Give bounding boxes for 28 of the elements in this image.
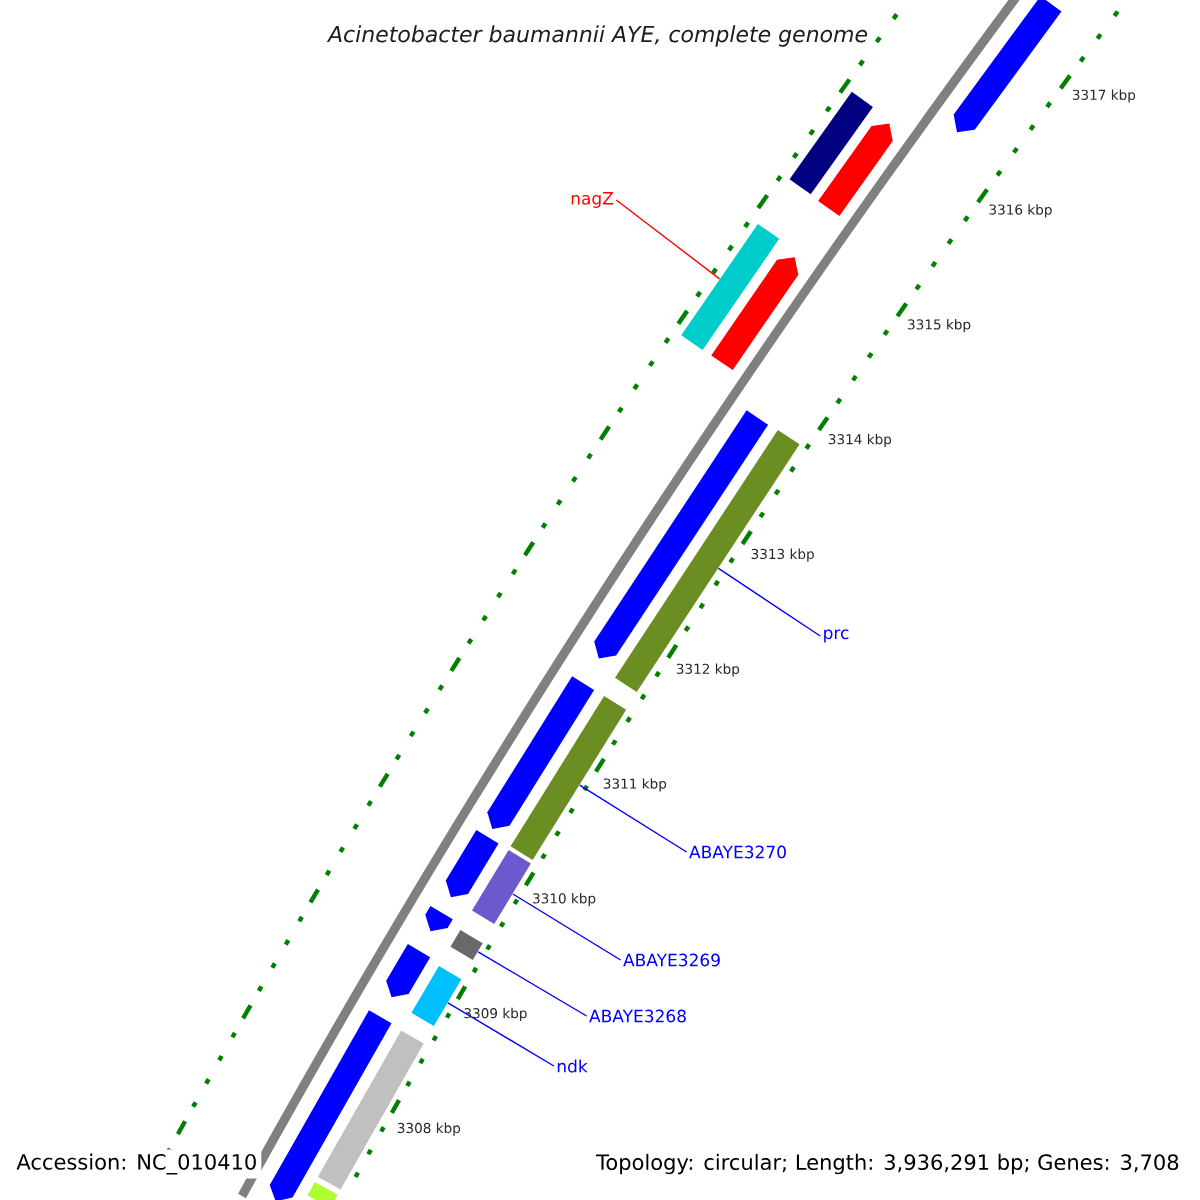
gene-block bbox=[818, 123, 893, 217]
gene-block bbox=[307, 1182, 338, 1200]
gene-block bbox=[711, 257, 799, 371]
leader-line bbox=[615, 199, 721, 280]
gene-bar bbox=[450, 930, 483, 960]
gene-label: prc bbox=[824, 629, 849, 643]
leader-line bbox=[579, 784, 688, 853]
footer-text: Topology: circular; Length: 3,936,291 bp; Genes: 3,708 bbox=[592, 1149, 1184, 1179]
gene-bar bbox=[681, 224, 780, 350]
gene-block bbox=[789, 91, 873, 195]
gene-label: ABAYE3268 bbox=[589, 1009, 686, 1023]
footer-text: Accession: NC_010410 bbox=[12, 1149, 262, 1179]
gene-label: nagZ bbox=[571, 192, 614, 208]
gene-label: ABAYE3269 bbox=[623, 953, 720, 967]
gene-bar bbox=[411, 966, 462, 1026]
leader-line bbox=[477, 951, 588, 1017]
leader-line bbox=[447, 1002, 555, 1067]
gene-block bbox=[953, 0, 1062, 133]
gene-label: ndk bbox=[557, 1059, 588, 1073]
gene-block bbox=[445, 830, 499, 898]
gene-block bbox=[425, 906, 453, 932]
gene-label: ABAYE3270 bbox=[689, 845, 786, 859]
gene-bar bbox=[472, 850, 531, 924]
title: Acinetobacter baumannii AYE, complete genome bbox=[326, 25, 868, 47]
gene-block bbox=[269, 1010, 392, 1200]
leader-line bbox=[512, 893, 622, 961]
gene-block bbox=[487, 676, 595, 829]
gene-block bbox=[386, 944, 431, 998]
